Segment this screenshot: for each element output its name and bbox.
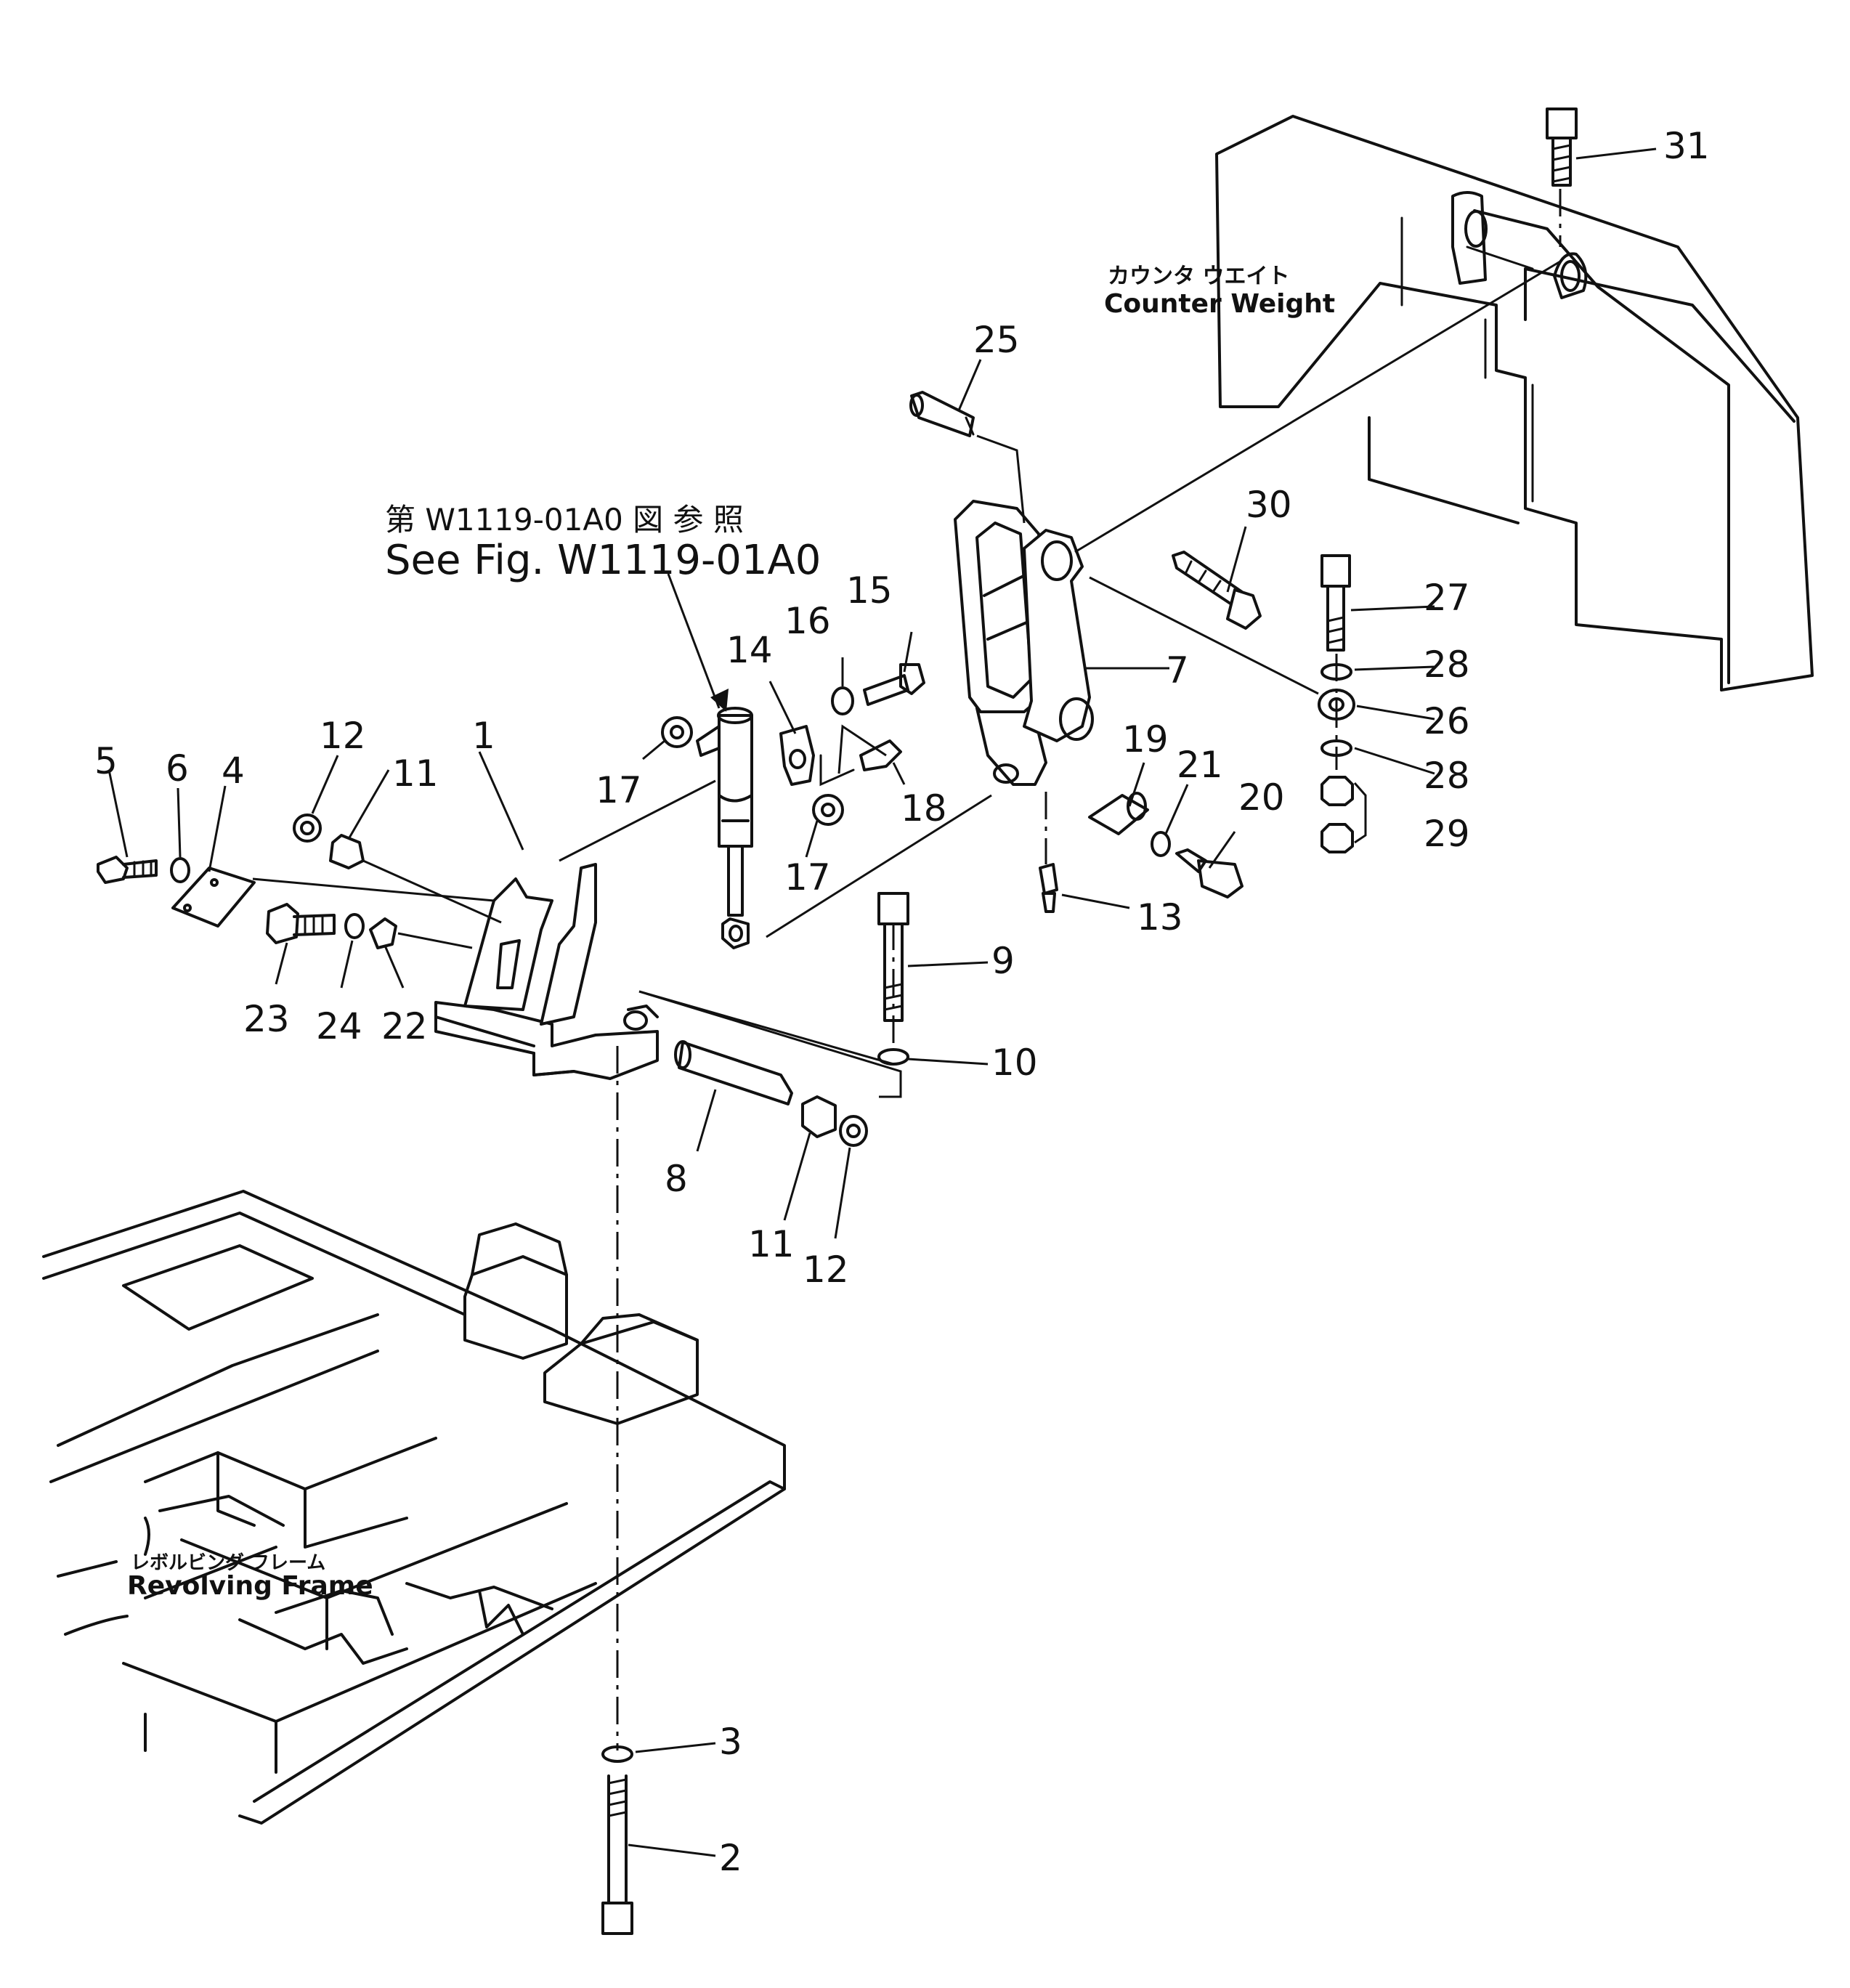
pin-19 [1088, 792, 1149, 835]
callout-7: 7 [1166, 649, 1189, 691]
bushing-12-upper [293, 814, 322, 843]
bolt-15 [863, 663, 925, 706]
callout-5: 5 [94, 740, 118, 782]
grease-fitting-13 [1039, 863, 1058, 913]
bolt-30 [1172, 551, 1262, 630]
connector-lines [252, 260, 1561, 1098]
callout-4: 4 [222, 750, 245, 792]
callout-11-lower: 11 [748, 1223, 795, 1265]
reference-arrowhead [710, 689, 729, 712]
callout-27: 27 [1424, 577, 1470, 619]
bushing-12-lower [839, 1115, 868, 1147]
callout-leaders [107, 147, 1657, 1857]
callout-12-upper: 12 [320, 715, 366, 757]
callout-6: 6 [166, 747, 189, 790]
callout-11-upper: 11 [392, 752, 439, 795]
counter-weight [1215, 115, 1814, 691]
callout-15: 15 [846, 569, 893, 612]
callout-26: 26 [1424, 700, 1470, 742]
bushing-11-upper [329, 834, 365, 869]
reference-jp: 第 W1119-01A0 図 参 照 [385, 502, 744, 537]
callout-3: 3 [719, 1721, 742, 1763]
washer-16 [831, 686, 854, 715]
bolt-31 [1546, 107, 1578, 187]
bolt-2 [601, 1774, 633, 1935]
callout-8: 8 [665, 1158, 688, 1200]
clamp-14 [779, 725, 815, 786]
callout-30: 30 [1246, 484, 1292, 526]
callout-16: 16 [784, 600, 831, 642]
washer-21 [1151, 831, 1171, 857]
callout-12-lower: 12 [803, 1249, 849, 1291]
callout-29: 29 [1424, 813, 1470, 855]
callout-31: 31 [1663, 125, 1710, 167]
fitting-18 [819, 739, 902, 787]
bolt-9 [877, 892, 909, 1022]
bolt-27 [1320, 554, 1351, 652]
callout-20: 20 [1238, 776, 1285, 819]
bolt-20 [1175, 848, 1244, 898]
center-lines [616, 189, 1562, 1750]
pin-8 [674, 1040, 793, 1105]
callout-2: 2 [719, 1837, 742, 1879]
counter-weight-label-jp: カウンタ ウエイト [1108, 264, 1289, 289]
counter-weight-label: Counter Weight [1104, 289, 1335, 319]
callout-14: 14 [726, 629, 773, 671]
support-bracket-1 [434, 863, 659, 1080]
callout-10: 10 [991, 1042, 1038, 1084]
callout-18: 18 [901, 787, 947, 829]
callout-24: 24 [316, 1005, 362, 1047]
revolving-frame-label: Revolving Frame [127, 1571, 373, 1601]
callout-21: 21 [1177, 744, 1223, 786]
bolt-23 [266, 903, 336, 944]
revolving-frame-label-jp: レボルビング フレーム [131, 1552, 325, 1574]
washer-6 [170, 857, 190, 883]
nuts-29 [1320, 776, 1354, 853]
callout-22: 22 [381, 1005, 428, 1047]
pin-25 [909, 391, 975, 437]
callout-17-upper: 17 [596, 769, 642, 811]
bushing-11-lower [801, 1095, 837, 1138]
callout-19: 19 [1122, 718, 1169, 760]
callout-13: 13 [1137, 896, 1183, 938]
callout-9: 9 [991, 940, 1015, 982]
bolt-5 [97, 856, 158, 884]
plate-4 [171, 867, 256, 928]
callout-17-lower: 17 [784, 856, 831, 898]
reference-en: See Fig. W1119-01A0 [385, 537, 821, 584]
washer-24 [344, 913, 365, 939]
callout-28-lower: 28 [1424, 755, 1470, 797]
callout-1: 1 [472, 715, 495, 757]
callout-23: 23 [243, 998, 290, 1040]
spacer-17-upper [661, 716, 693, 748]
callout-25: 25 [973, 319, 1020, 361]
hydraulic-cylinder [696, 707, 753, 949]
link-bracket-7 [954, 500, 1094, 786]
clip-22 [369, 917, 397, 949]
callout-28-upper: 28 [1424, 644, 1470, 686]
spacer-17-lower [812, 794, 844, 826]
revolving-frame [42, 1190, 786, 1825]
